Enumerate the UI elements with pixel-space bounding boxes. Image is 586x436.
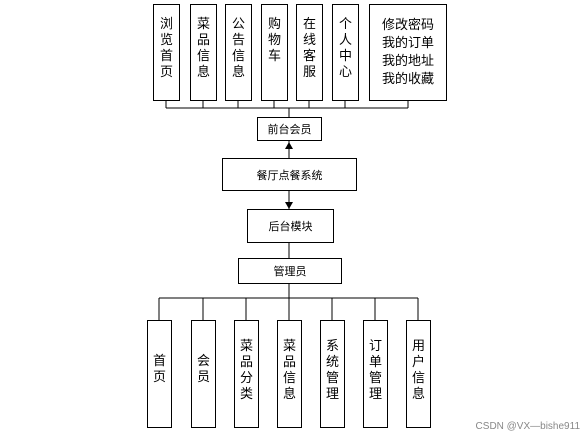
backend-box: 后台模块 [247, 209, 334, 243]
module-user-info: 用户信息 [406, 320, 431, 428]
admin-box: 管理员 [238, 258, 342, 284]
module-label: 购物车 [267, 17, 281, 64]
module-dish-info: 菜品信息 [190, 4, 217, 101]
system-box: 餐厅点餐系统 [222, 158, 357, 191]
module-order-admin: 订单管理 [363, 320, 388, 428]
module-label: 菜品信息 [282, 339, 296, 402]
module-label: 用户信息 [411, 339, 425, 402]
module-label: 公告信息 [231, 17, 245, 80]
module-label: 在线客服 [302, 17, 316, 80]
member-center-items: 修改密码 我的订单 我的地址 我的收藏 [369, 4, 447, 101]
arrow-up-head [285, 142, 293, 149]
module-label: 订单管理 [368, 339, 382, 402]
module-label: 系统管理 [325, 339, 339, 402]
arrow-down-head [285, 202, 293, 209]
module-system-admin: 系统管理 [320, 320, 345, 428]
module-cart: 购物车 [261, 4, 288, 101]
module-personal-center: 个人中心 [332, 4, 359, 101]
member-item: 我的订单 [381, 36, 434, 51]
watermark: CSDN @VX—bishe911 [475, 421, 580, 432]
module-home: 首页 [147, 320, 172, 428]
admin-label: 管理员 [273, 265, 307, 278]
front-member-box: 前台会员 [257, 117, 322, 141]
module-dish-category: 菜品分类 [234, 320, 259, 428]
module-notice-info: 公告信息 [225, 4, 252, 101]
module-label: 浏览首页 [159, 17, 173, 80]
module-label: 首页 [152, 354, 166, 385]
front-member-label: 前台会员 [267, 123, 312, 136]
member-item: 我的地址 [381, 54, 434, 69]
member-item: 我的收藏 [381, 72, 434, 87]
system-label: 餐厅点餐系统 [256, 168, 323, 182]
member-item: 修改密码 [381, 18, 434, 33]
module-label: 菜品分类 [239, 339, 253, 402]
backend-label: 后台模块 [268, 220, 313, 233]
module-label: 菜品信息 [196, 17, 210, 80]
module-dish-info-admin: 菜品信息 [277, 320, 302, 428]
module-online-service: 在线客服 [296, 4, 323, 101]
module-label: 个人中心 [338, 17, 352, 80]
module-member: 会员 [191, 320, 216, 428]
module-browse-home: 浏览首页 [153, 4, 180, 101]
module-label: 会员 [196, 354, 210, 385]
